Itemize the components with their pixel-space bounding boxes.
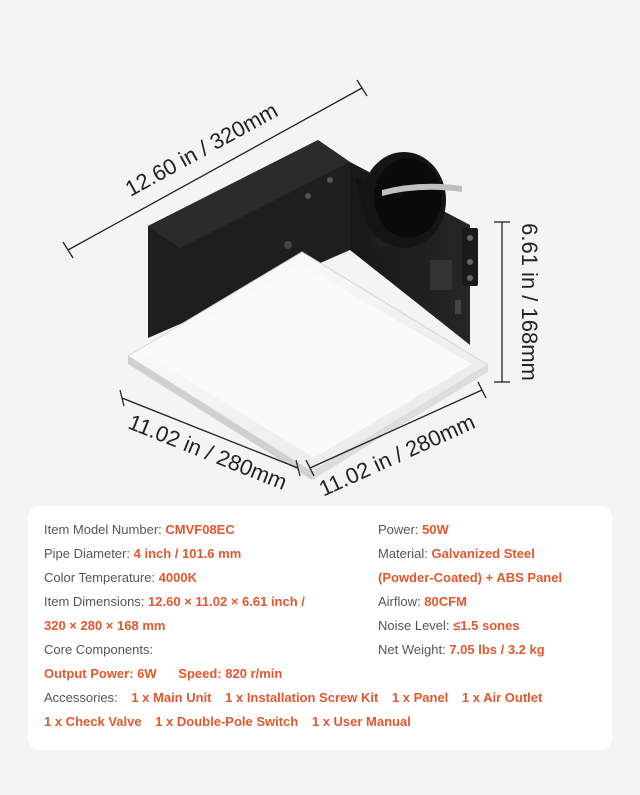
spec-core: Core Components: (44, 642, 154, 657)
spec-color-temp: Color Temperature: 4000K (44, 570, 197, 585)
spec-accessories: Accessories: 1 x Main Unit 1 x Installat… (44, 690, 543, 705)
accessory-item: 1 x Double-Pole Switch (155, 714, 299, 729)
product-figure: 12.60 in / 320mm 6.61 in / 168mm 11.02 i… (62, 79, 542, 500)
mounting-bracket (462, 228, 478, 286)
accessory-item: 1 x User Manual (311, 714, 411, 729)
dimension-height: 6.61 in / 168mm (494, 221, 542, 383)
spec-power: Power: 50W (378, 522, 449, 537)
spec-airflow: Airflow: 80CFM (378, 594, 467, 609)
speed: Speed: 820 r/min (178, 666, 283, 681)
spec-dimensions: Item Dimensions: 12.60 × 11.02 × 6.61 in… (44, 594, 305, 609)
spec-dimensions-metric: 320 × 280 × 168 mm (44, 618, 166, 633)
spec-accessories-cont: 1 x Check Valve 1 x Double-Pole Switch 1… (44, 714, 411, 730)
spec-noise: Noise Level: ≤1.5 sones (378, 618, 520, 633)
accessory-item: 1 x Installation Screw Kit (225, 690, 379, 705)
specs-card: Item Model Number: CMVF08EC Pipe Diamete… (28, 506, 612, 750)
spec-material: Material: Galvanized Steel (378, 546, 535, 561)
accessory-item: 1 x Air Outlet (461, 690, 543, 705)
spec-core-values: Output Power: 6W Speed: 820 r/min (44, 666, 282, 682)
output-power: Output Power: 6W (44, 666, 157, 681)
light-panel (127, 251, 489, 480)
accessory-item: 1 x Main Unit (131, 690, 212, 705)
duct-outlet (355, 152, 462, 250)
spec-pipe: Pipe Diameter: 4 inch / 101.6 mm (44, 546, 242, 561)
spec-material-cont: (Powder-Coated) + ABS Panel (378, 570, 563, 585)
height-label: 6.61 in / 168mm (517, 223, 542, 381)
accessory-item: 1 x Panel (391, 690, 449, 705)
spec-weight: Net Weight: 7.05 lbs / 3.2 kg (378, 642, 545, 657)
spec-model: Item Model Number: CMVF08EC (44, 522, 235, 537)
accessory-item: 1 x Check Valve (44, 714, 142, 729)
